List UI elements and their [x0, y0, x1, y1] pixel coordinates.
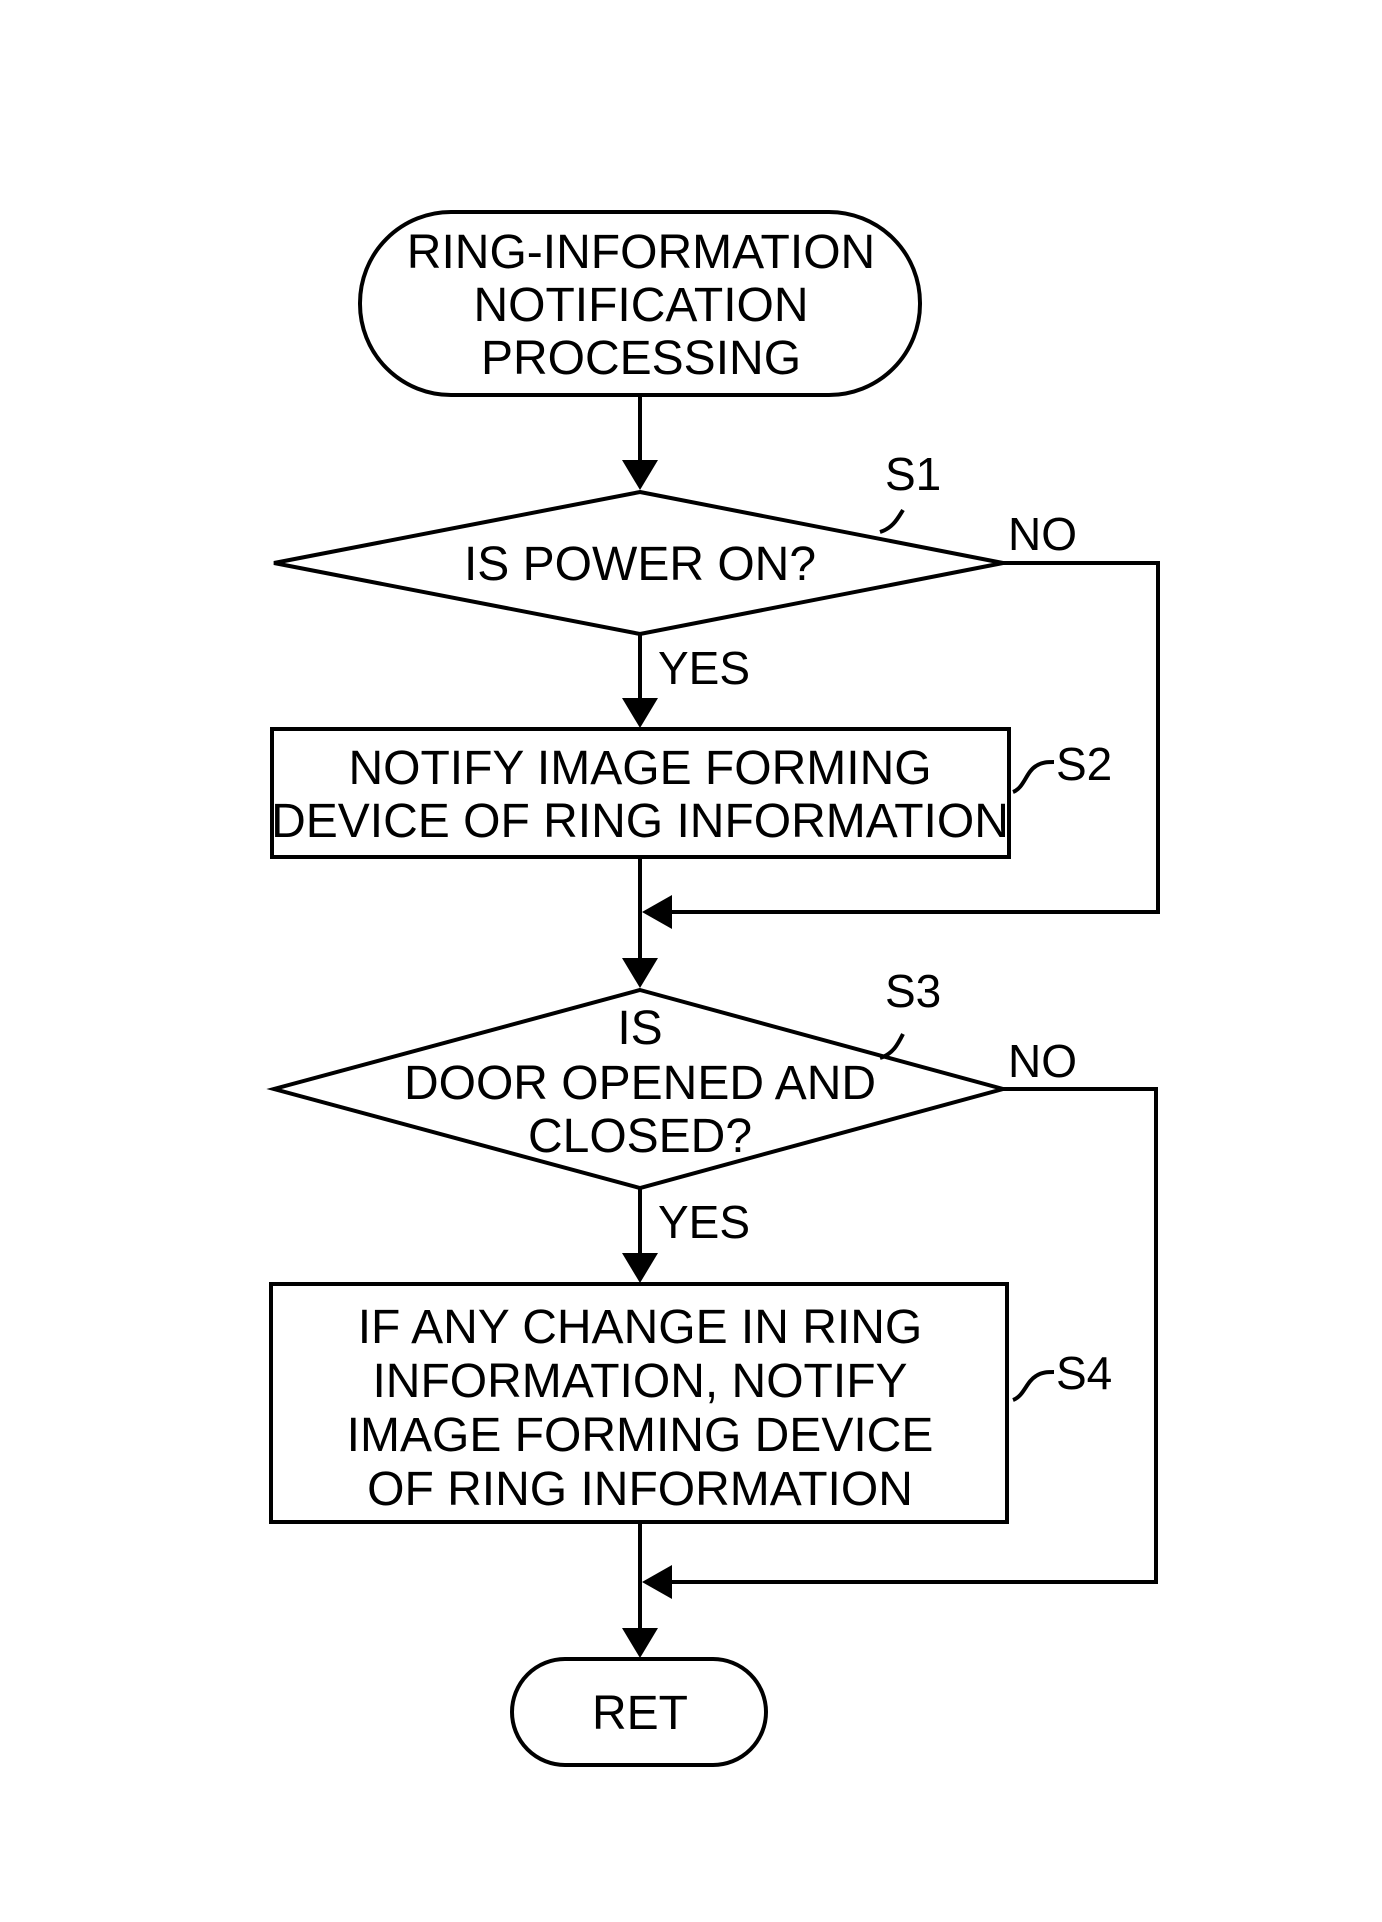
- decision-s3: IS DOOR OPENED AND CLOSED?: [274, 990, 1003, 1188]
- s1-no-label: NO: [1008, 508, 1077, 560]
- s4-line-4: OF RING INFORMATION: [367, 1463, 913, 1516]
- s4-step-label: S4: [1056, 1347, 1112, 1399]
- s2-step-label: S2: [1056, 738, 1112, 790]
- s3-line-3: CLOSED?: [528, 1110, 752, 1163]
- arrow-s4-end: [622, 1628, 658, 1658]
- start-terminator: RING-INFORMATION NOTIFICATION PROCESSING: [360, 212, 920, 395]
- s3-yes-label: YES: [658, 1196, 750, 1248]
- start-line-3: PROCESSING: [481, 332, 801, 385]
- process-s4: IF ANY CHANGE IN RING INFORMATION, NOTIF…: [271, 1284, 1007, 1522]
- start-line-2: NOTIFICATION: [473, 279, 808, 332]
- s4-leader: [1013, 1372, 1054, 1400]
- arrow-s2-s3: [622, 958, 658, 988]
- s4-line-2: INFORMATION, NOTIFY: [372, 1355, 907, 1408]
- s3-step-label: S3: [885, 965, 941, 1017]
- s2-line-2: DEVICE OF RING INFORMATION: [271, 795, 1009, 848]
- s4-line-3: IMAGE FORMING DEVICE: [347, 1409, 934, 1462]
- arrow-s1-no-merge: [642, 895, 672, 929]
- s4-line-1: IF ANY CHANGE IN RING: [358, 1301, 923, 1354]
- s1-yes-label: YES: [658, 642, 750, 694]
- arrow-start-s1: [622, 460, 658, 490]
- end-label: RET: [592, 1687, 688, 1740]
- arrow-s1-s2: [622, 698, 658, 728]
- decision-s1: IS POWER ON?: [274, 492, 1003, 634]
- s3-no-label: NO: [1008, 1035, 1077, 1087]
- s1-question: IS POWER ON?: [464, 538, 816, 591]
- process-s2: NOTIFY IMAGE FORMING DEVICE OF RING INFO…: [271, 729, 1009, 857]
- arrow-s3-no-merge: [642, 1565, 672, 1599]
- s3-line-2: DOOR OPENED AND: [404, 1057, 876, 1110]
- s3-line-1: IS: [617, 1002, 662, 1055]
- end-terminator: RET: [512, 1659, 766, 1765]
- start-line-1: RING-INFORMATION: [407, 226, 875, 279]
- s1-step-label: S1: [885, 448, 941, 500]
- s2-leader: [1013, 762, 1054, 792]
- s1-leader: [880, 510, 903, 532]
- s2-line-1: NOTIFY IMAGE FORMING: [348, 742, 931, 795]
- arrow-s3-s4: [622, 1253, 658, 1283]
